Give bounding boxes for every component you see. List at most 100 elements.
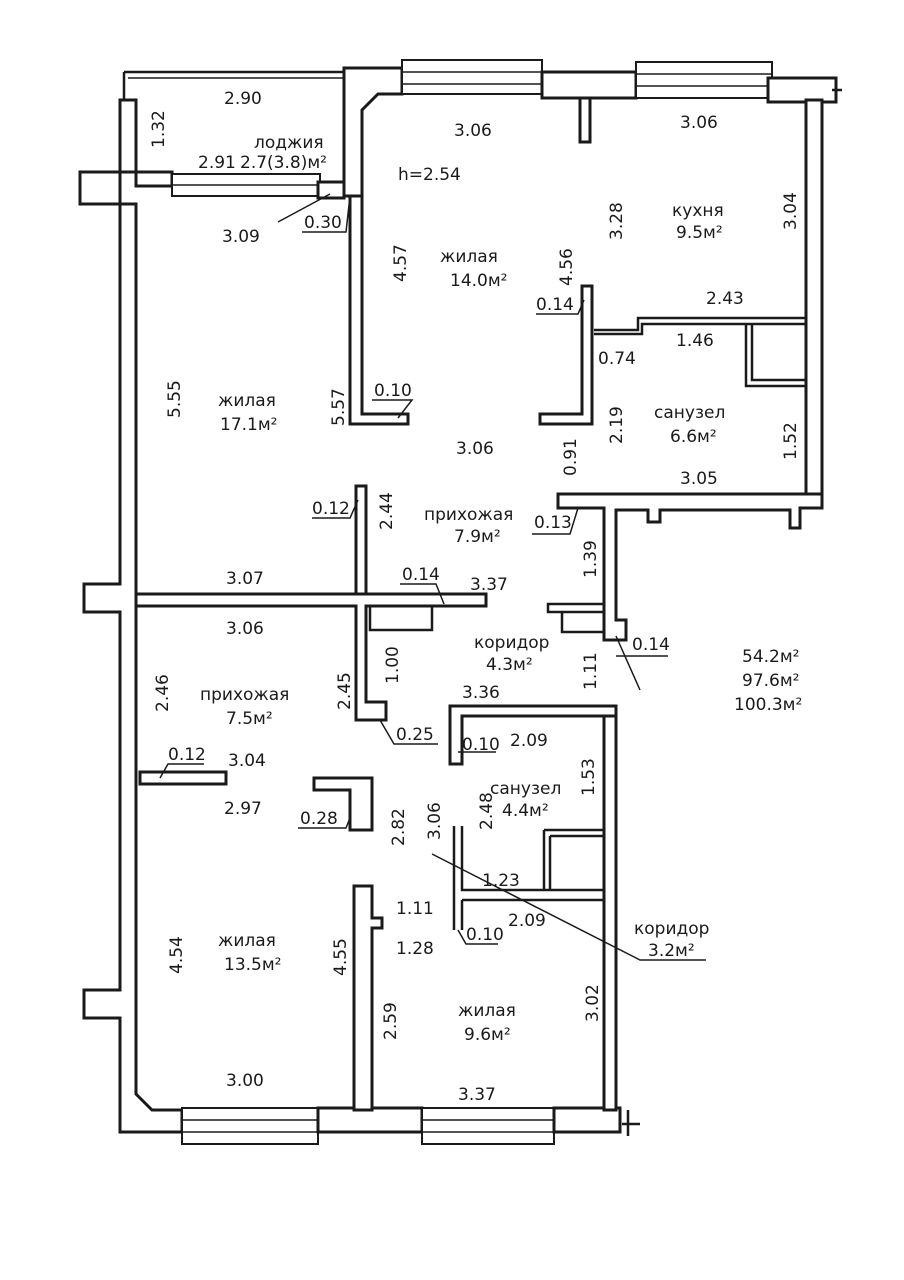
room-name-loggia: лоджия (254, 133, 324, 153)
north-window-1 (401, 59, 543, 95)
room-name-living2: жилая (218, 391, 276, 411)
north-window-2 (635, 61, 773, 99)
leader-014b (400, 583, 445, 605)
dim-label: 0.14 (536, 295, 574, 315)
dim-label: 1.53 (579, 758, 599, 796)
dim-label: 1.28 (396, 939, 434, 959)
dim-label: 3.06 (226, 619, 264, 639)
kitchen-stub (578, 96, 592, 144)
dim-label: 3.37 (470, 575, 508, 595)
dim-label: 3.06 (454, 121, 492, 141)
room-area-living2: 17.1м² (220, 415, 278, 435)
partition-bath1-north (594, 316, 806, 332)
dim-label: 3.09 (222, 227, 260, 247)
dim-label: 2.45 (335, 672, 355, 710)
corridor1-stub (546, 602, 606, 614)
bath1-shaft (744, 324, 806, 388)
dim-label: 0.30 (304, 213, 342, 233)
leader-014a (536, 299, 585, 315)
partition-bath2-north (448, 704, 618, 766)
dim-label: 1.52 (781, 422, 801, 460)
dim-label: 0.12 (168, 745, 206, 765)
dimension-labels: 2.90 1.32 2.91 3.09 0.30 3.06 3.06 4.57 … (149, 89, 801, 1105)
leader-025 (379, 719, 438, 745)
total-area-b: 97.6м² (742, 671, 800, 691)
dim-label: 0.28 (300, 809, 338, 829)
leader-lines (159, 193, 706, 961)
north-window-1-line (402, 71, 542, 85)
dim-label: 2.43 (706, 289, 744, 309)
partition-bath1-north-2 (594, 322, 806, 336)
dim-label: 0.14 (402, 565, 440, 585)
room-area-living1: 14.0м² (450, 271, 508, 291)
leader-012a (312, 499, 359, 519)
leader-030 (302, 195, 351, 233)
east-wall-lower (602, 706, 618, 1112)
dim-label: 3.07 (226, 569, 264, 589)
bath1-shaft-2 (750, 324, 806, 382)
total-area-c: 100.3м² (734, 695, 802, 715)
dim-label: 2.97 (224, 799, 262, 819)
partition-living-lower (352, 884, 384, 1112)
partition-bath1-west (538, 284, 594, 426)
dim-label: 2.09 (510, 731, 548, 751)
room-name-living3: жилая (218, 931, 276, 951)
dim-label: 3.06 (456, 439, 494, 459)
dim-label: 3.36 (462, 683, 500, 703)
room-name-corridor1: коридор (474, 633, 549, 653)
west-wall (78, 98, 184, 1134)
bath2-shaft (542, 828, 604, 890)
dim-label: 0.13 (534, 513, 572, 533)
ceiling-height: h=2.54 (398, 165, 461, 185)
north-pier-2 (766, 76, 838, 104)
south-window-1 (181, 1107, 319, 1145)
room-name-living4: жилая (458, 1001, 516, 1021)
partition-bath1-south (556, 492, 824, 642)
room-area-hall2: 7.5м² (226, 709, 273, 729)
dim-label: 1.11 (581, 652, 601, 690)
dim-label: 2.91 (198, 153, 236, 173)
dim-label: 0.10 (462, 735, 500, 755)
dim-label: 5.55 (165, 380, 185, 418)
room-area-bath1: 6.6м² (670, 427, 717, 447)
dim-label: 2.59 (381, 1002, 401, 1040)
dim-label: 4.54 (167, 936, 187, 974)
dim-label: 4.55 (331, 938, 351, 976)
dim-label: 1.46 (676, 331, 714, 351)
partitions (134, 194, 824, 1112)
room-area-loggia: 2.7(3.8)м² (240, 153, 327, 173)
dim-label: 0.91 (561, 438, 581, 476)
dim-label: 1.23 (482, 871, 520, 891)
south-pier-2 (552, 1106, 622, 1134)
dim-label: 0.10 (466, 925, 504, 945)
dim-label: 0.74 (598, 349, 636, 369)
leader-013 (532, 507, 579, 535)
dim-label: 2.19 (607, 406, 627, 444)
partition-hall2-stub (138, 770, 228, 786)
dim-label: 2.82 (389, 808, 409, 846)
room-area-living4: 9.6м² (464, 1025, 511, 1045)
dim-label: 3.06 (425, 802, 445, 840)
dim-label: 1.00 (383, 646, 403, 684)
middle-niche (368, 606, 434, 632)
room-area-hall1: 7.9м² (454, 527, 501, 547)
room-name-hall1: прихожая (424, 505, 513, 525)
room-area-living3: 13.5м² (224, 955, 282, 975)
dim-label: 4.56 (557, 248, 577, 286)
dim-label: 2.90 (224, 89, 262, 109)
room-name-bath1: санузел (654, 403, 725, 423)
outer-walls (78, 59, 842, 1145)
south-window-1-line (182, 1119, 318, 1133)
room-area-corridor1: 4.3м² (486, 655, 533, 675)
north-window-2-line (636, 73, 772, 87)
dim-label: 3.05 (680, 469, 718, 489)
partition-middle (134, 592, 488, 722)
dim-label: 1.32 (149, 110, 169, 148)
north-wall-left (342, 66, 404, 198)
room-labels: лоджия 2.7(3.8)м² h=2.54 жилая 14.0м² ку… (200, 133, 802, 1045)
room-name-kitchen: кухня (672, 201, 724, 221)
room-area-kitchen: 9.5м² (676, 223, 723, 243)
dim-label: 0.10 (374, 381, 412, 401)
south-pier-1 (316, 1106, 424, 1134)
